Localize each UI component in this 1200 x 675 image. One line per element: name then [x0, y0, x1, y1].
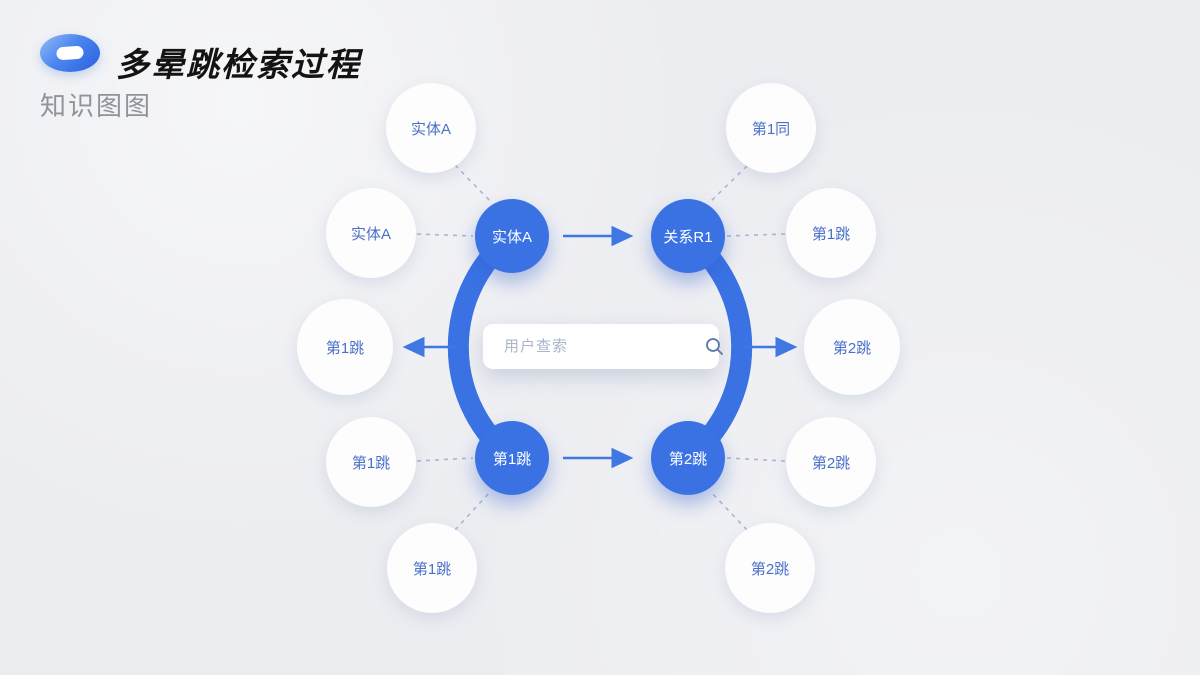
hub-node-hop2[interactable]: 第2跳 — [651, 421, 725, 495]
hub-node-hop1[interactable]: 第1跳 — [475, 421, 549, 495]
page-title: 多晕跳检索过程 — [116, 46, 361, 83]
node-entity-a-left[interactable]: 实体A — [326, 188, 416, 278]
dash-lowerright — [726, 457, 786, 462]
brand-logo-icon — [40, 34, 100, 72]
node-label: 第2跳 — [811, 454, 851, 472]
node-entity-a-top[interactable]: 实体A — [386, 83, 476, 173]
node-hop2-midright[interactable]: 第2跳 — [804, 299, 900, 395]
node-label: 第1同 — [751, 120, 791, 138]
hub-label: 关系R1 — [663, 228, 713, 246]
node-hop1-right[interactable]: 第1跳 — [786, 188, 876, 278]
dashed-connectors — [416, 164, 786, 531]
search-icon[interactable] — [705, 337, 724, 356]
node-hop2-bottom[interactable]: 第2跳 — [725, 523, 815, 613]
dash-topright — [708, 165, 748, 204]
node-label: 第1跳 — [811, 225, 851, 243]
hub-node-entity-a[interactable]: 实体A — [475, 199, 549, 273]
search-input[interactable] — [502, 337, 705, 356]
user-query-searchbox[interactable] — [483, 324, 723, 369]
node-label: 第1跳 — [351, 454, 391, 472]
node-label: 实体A — [350, 225, 391, 243]
node-label: 实体A — [410, 120, 451, 138]
node-label: 第2跳 — [750, 560, 790, 578]
node-hop1-lowerleft[interactable]: 第1跳 — [326, 417, 416, 507]
node-hop2-lowerright[interactable]: 第2跳 — [786, 417, 876, 507]
node-hop1-topright[interactable]: 第1同 — [726, 83, 816, 173]
dash-bottomright — [710, 491, 748, 531]
node-hop1-bottom[interactable]: 第1跳 — [387, 523, 477, 613]
node-label: 第1跳 — [412, 560, 452, 578]
dash-left — [416, 233, 474, 237]
page-subtitle: 知识图图 — [40, 91, 153, 121]
dash-bottomleft — [454, 491, 491, 531]
node-label: 第2跳 — [832, 339, 872, 357]
brand-row — [40, 34, 100, 72]
hub-node-relation-r1[interactable]: 关系R1 — [651, 199, 725, 273]
dash-right — [726, 233, 786, 237]
hub-label: 实体A — [491, 228, 532, 246]
hub-label: 第1跳 — [492, 450, 532, 468]
node-label: 第1跳 — [325, 339, 365, 357]
dash-topleft — [454, 164, 493, 204]
node-hop1-midleft[interactable]: 第1跳 — [297, 299, 393, 395]
dash-lowerleft — [416, 457, 474, 462]
hub-label: 第2跳 — [668, 450, 708, 468]
